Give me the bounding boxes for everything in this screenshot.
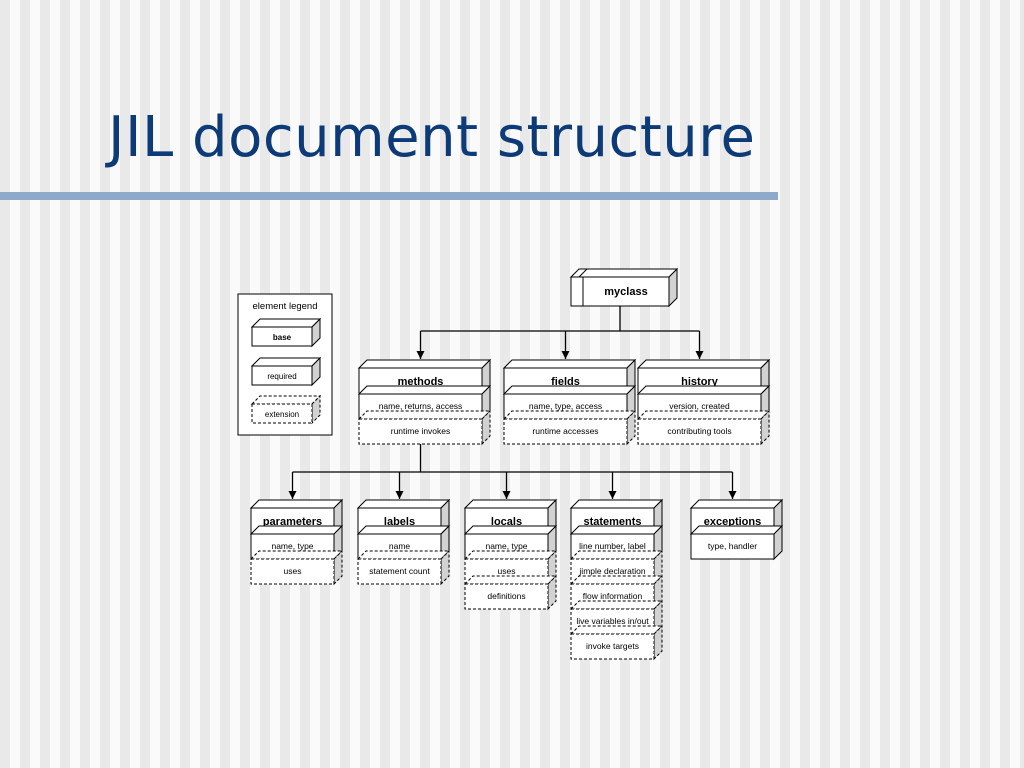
required-attribute: version, created (669, 401, 730, 411)
legend-base-sample: base (250, 317, 322, 348)
node-exceptions: exceptions type, handler (689, 498, 784, 561)
extension-attribute: invoke targets (586, 641, 639, 651)
extension-attribute: uses (498, 566, 516, 576)
required-attribute: name, type (485, 541, 527, 551)
required-attribute: name, returns, access (379, 401, 463, 411)
node-labels: labels name statement count (356, 498, 451, 586)
diagram-nodes: myclass methods name, returns, access runti… (249, 267, 784, 661)
node-title: labels (384, 516, 415, 528)
extension-attribute: contributing tools (667, 426, 731, 436)
node-title: parameters (263, 516, 322, 528)
node-title: exceptions (704, 516, 761, 528)
extension-attribute: flow information (583, 591, 643, 601)
required-attribute: name (389, 541, 411, 551)
slide-title: JIL document structure (108, 105, 756, 170)
legend-required-label: required (267, 372, 296, 381)
legend-required-sample: required (250, 356, 322, 387)
node-title: methods (398, 376, 444, 388)
extension-attribute: runtime invokes (391, 426, 451, 436)
extension-attribute: runtime accesses (532, 426, 598, 436)
required-attribute: line number, label (579, 541, 646, 551)
legend-extension-sample: extension (250, 394, 322, 425)
extension-attribute: live variables in/out (576, 616, 649, 626)
required-attribute: type, handler (708, 541, 757, 551)
node-title: myclass (604, 286, 647, 298)
node-fields: fields name, type, access runtime accesses (502, 358, 637, 446)
extension-attribute: definitions (487, 591, 525, 601)
legend-extension-label: extension (265, 410, 299, 419)
node-parameters: parameters name, type uses (249, 498, 344, 586)
connectors (288, 306, 737, 499)
extension-attribute: uses (284, 566, 302, 576)
node-title: locals (491, 516, 522, 528)
node-title: fields (551, 376, 580, 388)
node-title: history (681, 376, 719, 388)
required-attribute: name, type (271, 541, 313, 551)
node-myclass: myclass (569, 267, 679, 308)
title-underline (0, 192, 778, 200)
node-locals: locals name, type uses definitions (463, 498, 558, 611)
node-methods: methods name, returns, access runtime invo… (357, 358, 492, 446)
legend-base-label: base (273, 333, 292, 342)
node-statements: statements line number, label jimple decla… (569, 498, 664, 661)
required-attribute: name, type, access (529, 401, 602, 411)
legend-title: element legend (253, 301, 318, 312)
extension-attribute: jimple declaration (578, 566, 645, 576)
node-history: history version, created contributing tool… (636, 358, 771, 446)
element-legend: element legend base required extension (237, 293, 333, 436)
extension-attribute: statement count (369, 566, 430, 576)
node-title: statements (583, 516, 641, 528)
